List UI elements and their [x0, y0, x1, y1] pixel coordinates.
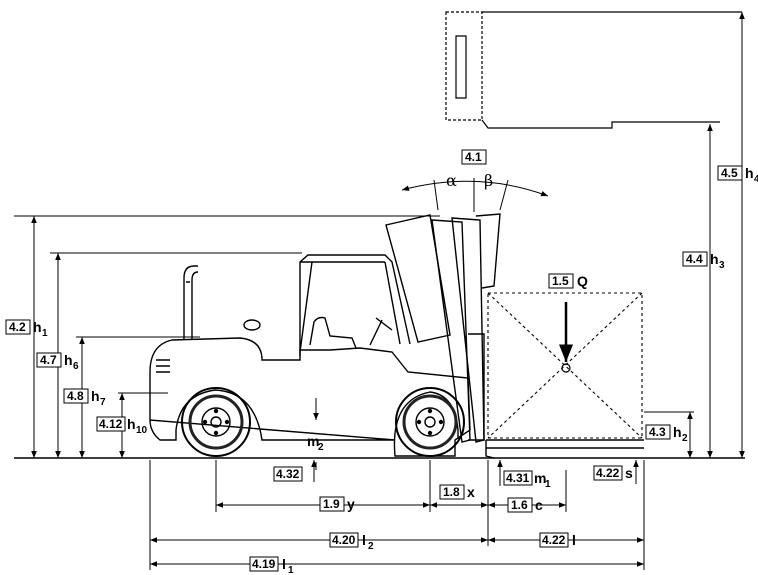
h1-ref: 4.2: [9, 320, 26, 334]
h4-symbol: h: [745, 165, 754, 181]
front-wheel: [395, 387, 465, 457]
label-h7: 4.8 h 7: [63, 388, 106, 408]
l-symbol: l: [572, 532, 576, 548]
label-h1: 4.2 h 1: [5, 319, 48, 339]
h3-symbol: h: [710, 251, 719, 267]
label-h3: 4.4 h 3: [682, 251, 725, 271]
label-h4: 4.5 h 4: [717, 165, 758, 185]
l2-symbol: l: [362, 532, 366, 548]
h2-symbol: h: [673, 424, 682, 440]
label-h10: 4.12 h 10: [96, 416, 148, 436]
raised-forks: [445, 11, 742, 129]
fork-carriage: [468, 333, 485, 441]
l1-symbol: l: [282, 556, 286, 572]
label-c: 1.6 c: [507, 497, 543, 513]
m1-symbol: m: [534, 470, 546, 486]
m1-sub: 1: [545, 479, 551, 490]
x-ref: 1.8: [443, 485, 460, 499]
load-center-mark: [561, 363, 571, 373]
s-ref: 4.22: [596, 466, 620, 480]
h2-sub: 2: [682, 433, 688, 444]
h1-sub: 1: [42, 328, 48, 339]
label-l1: 4.19 l 1: [249, 556, 294, 575]
label-m2-ref: 4.32: [273, 466, 303, 482]
dimension-labels: 4.1 α β 1.5 Q 4.5 h 4 4.4 h 3 4.3 h: [5, 149, 758, 575]
l2-ref: 4.20: [332, 533, 356, 547]
h6-symbol: h: [64, 352, 73, 368]
c-ref: 1.6: [511, 498, 528, 512]
h6-sub: 6: [73, 361, 79, 372]
overhead-guard: [299, 254, 411, 356]
label-l: 4.22 l: [539, 532, 576, 548]
m2-symbol: m: [307, 433, 319, 449]
steering-knob: [243, 319, 261, 331]
label-s: 4.22 s: [593, 465, 633, 481]
label-x: 1.8 x: [439, 484, 475, 500]
beta-symbol: β: [484, 171, 493, 190]
c-symbol: c: [535, 497, 543, 513]
operator-seat: [309, 316, 357, 349]
load-ref: 1.5: [552, 274, 569, 288]
label-l2: 4.20 l 2: [329, 532, 374, 552]
rear-wheel: [181, 387, 251, 457]
steering-column: [369, 317, 393, 346]
load-symbol: Q: [577, 273, 588, 289]
h7-sub: 7: [100, 397, 106, 408]
h7-ref: 4.8: [67, 389, 84, 403]
y-symbol: y: [347, 496, 355, 512]
alpha-symbol: α: [446, 171, 457, 190]
m2-ref: 4.32: [276, 467, 300, 481]
l1-ref: 4.19: [252, 557, 276, 571]
h1-symbol: h: [33, 319, 42, 335]
forks: [485, 439, 644, 459]
h3-ref: 4.4: [686, 252, 703, 266]
label-y: 1.9 y: [319, 496, 355, 512]
exhaust-pipe: [183, 265, 199, 340]
m1-ref: 4.31: [506, 471, 530, 485]
l1-sub: 1: [288, 565, 294, 575]
h6-ref: 4.7: [40, 353, 57, 367]
label-load: 1.5 Q: [548, 273, 588, 289]
label-tilt: 4.1: [461, 149, 487, 165]
label-m1: 4.31 m 1: [503, 470, 551, 490]
h4-ref: 4.5: [721, 166, 738, 180]
h2-ref: 4.3: [649, 425, 666, 439]
tilt-ref: 4.1: [465, 150, 482, 164]
h4-sub: 4: [754, 174, 758, 185]
x-symbol: x: [467, 484, 475, 500]
rear-grille: [156, 359, 170, 373]
l-ref: 4.22: [542, 533, 566, 547]
dimension-lines: [14, 12, 745, 570]
m2-sub: 2: [318, 442, 324, 453]
h10-ref: 4.12: [99, 417, 123, 431]
s-symbol: s: [625, 465, 633, 481]
load-box: [487, 292, 643, 439]
forklift-drawing: [149, 213, 644, 459]
h10-sub: 10: [136, 425, 148, 436]
h10-symbol: h: [127, 416, 136, 432]
h3-sub: 3: [719, 260, 725, 271]
label-h6: 4.7 h 6: [36, 352, 79, 372]
l2-sub: 2: [368, 541, 374, 552]
label-m2: m 2: [307, 433, 324, 453]
y-ref: 1.9: [323, 497, 340, 511]
label-h2: 4.3 h 2: [645, 424, 688, 444]
mast-tilted-2: [475, 213, 501, 289]
mast-tilted: [385, 214, 451, 343]
h7-symbol: h: [91, 388, 100, 404]
